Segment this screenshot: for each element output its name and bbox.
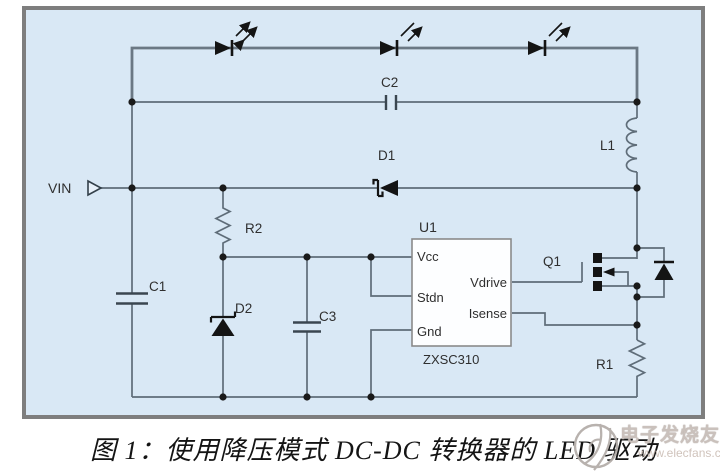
label-u1: U1 [419, 219, 437, 235]
capacitor-c1 [116, 292, 148, 305]
ic-u1-box [411, 238, 512, 347]
label-d1: D1 [378, 148, 395, 163]
label-r2: R2 [245, 221, 262, 236]
label-r1: R1 [596, 357, 613, 372]
pin-label-stdn: Stdn [417, 290, 444, 305]
diode-d2-triangle-icon [211, 318, 235, 336]
label-part-number: ZXSC310 [423, 352, 479, 367]
figure-caption: 图 1：使用降压模式 DC-DC 转换器的 LED 驱动 [90, 436, 658, 465]
led-3-light-arrows-icon [548, 23, 569, 42]
body-diode [654, 260, 674, 280]
watermark-logo-icon [573, 423, 619, 471]
mosfet-body-arrow-icon [603, 267, 615, 277]
wire-vdrive [512, 262, 583, 283]
mosfet-channel-mid [593, 267, 602, 277]
vin-port-icon [87, 179, 103, 197]
watermark-url: www.elecfans.com [638, 446, 720, 460]
capacitor-c2 [384, 95, 398, 110]
led-3-triangle-icon [528, 41, 544, 55]
diode-d1 [372, 178, 398, 198]
led-1 [215, 23, 256, 56]
watermark-brand: 电子发烧友 [620, 425, 720, 446]
pin-label-gnd: Gnd [417, 324, 442, 339]
led-1-triangle-icon [215, 41, 231, 55]
label-vin: VIN [48, 180, 71, 196]
schematic-panel [22, 6, 705, 419]
diode-d2 [209, 311, 237, 336]
mosfet-channel-top [593, 253, 602, 263]
led-2-light-arrows-icon [400, 23, 421, 42]
led-2 [380, 23, 421, 56]
junction-dots [128, 98, 641, 401]
label-q1: Q1 [543, 254, 561, 269]
inductor-l1 [625, 117, 638, 173]
wire-mosfet-body [613, 271, 629, 286]
led-1-light-arrows-icon [236, 23, 256, 41]
pin-label-isense: Isense [469, 306, 507, 321]
wire-gnd [370, 329, 412, 397]
wire-stdn [370, 257, 412, 297]
led-3 [528, 23, 569, 56]
label-c2: C2 [381, 75, 398, 90]
mosfet-q1 [593, 253, 615, 291]
diode-d1-bar [372, 178, 384, 198]
label-d2: D2 [235, 301, 252, 316]
wire-r2 [214, 188, 232, 257]
wire-isense [512, 312, 637, 326]
vin-port [87, 179, 103, 197]
wire-body-diode [637, 247, 665, 298]
label-l1: L1 [600, 138, 615, 153]
pin-label-vcc: Vcc [417, 249, 439, 264]
pin-label-vdrive: Vdrive [470, 275, 507, 290]
capacitor-c3 [293, 321, 321, 333]
label-c3: C3 [319, 309, 336, 324]
wires [101, 46, 665, 398]
mosfet-channel-bottom [593, 281, 602, 291]
body-diode-triangle-icon [654, 263, 674, 280]
watermark: 电子发烧友 www.elecfans.com [560, 412, 720, 472]
diode-d2-bar [209, 311, 237, 323]
led-2-triangle-icon [380, 41, 396, 55]
diode-d1-triangle-icon [380, 180, 398, 196]
resistor-r1 [627, 339, 647, 397]
label-c1: C1 [149, 279, 166, 294]
